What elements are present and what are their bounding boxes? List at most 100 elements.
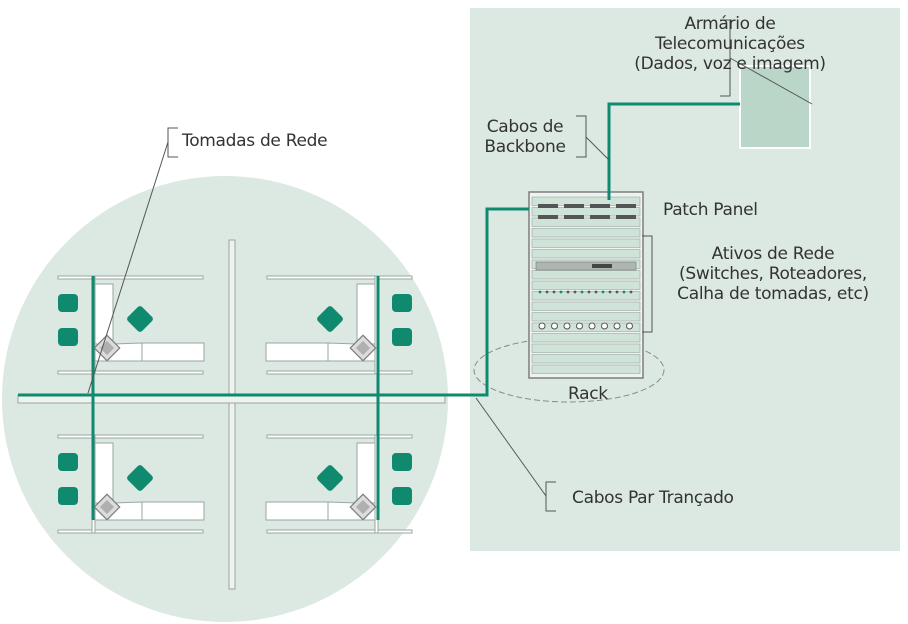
outlet-icon (551, 322, 558, 330)
cubicle-wall-top (266, 275, 413, 280)
rack-unit (531, 196, 641, 206)
desk-bottom (265, 501, 329, 521)
main-horizontal-cable (18, 207, 529, 397)
router-led (587, 290, 591, 294)
backbone-line-2: Backbone (484, 137, 566, 157)
label-cabos-par-trancado: Cabos Par Trançado (572, 488, 734, 508)
chair-icon (58, 294, 78, 312)
label-ativos-de-rede: Ativos de Rede (Switches, Roteadores, Ca… (655, 244, 891, 304)
router-led (538, 290, 542, 294)
label-cabos-backbone: Cabos de Backbone (480, 117, 570, 157)
rack-unit (531, 238, 641, 248)
cubicle-wall-top (57, 275, 204, 280)
armario-line-1: Armário de (684, 14, 776, 34)
rack-unit (531, 291, 641, 301)
rack-unit (531, 364, 641, 374)
router-led (615, 290, 619, 294)
rack-unit (531, 343, 641, 353)
outlet-icon (563, 322, 571, 330)
cubicle-wall-top (57, 434, 204, 439)
workstation-3 (57, 434, 205, 534)
rack-unit (531, 322, 641, 332)
outlet-icon (613, 322, 621, 330)
cubicle-wall-bottom (57, 370, 204, 375)
label-armario: Armário de Telecomunicações (Dados, voz … (610, 14, 850, 74)
desk-bottom (141, 501, 205, 521)
rack-unit (531, 280, 641, 290)
patch-port-block (564, 204, 584, 208)
ativos-line-3: Calha de tomadas, etc) (677, 284, 869, 304)
partition-wall (228, 239, 236, 590)
router-led (573, 290, 577, 294)
ativos-line-2: (Switches, Roteadores, (679, 264, 867, 284)
rack-unit (531, 207, 641, 217)
workstation-4 (265, 434, 413, 534)
router-led (580, 290, 584, 294)
outlet-icon (601, 322, 608, 330)
computer-screen (355, 340, 371, 356)
rack-unit (531, 217, 641, 227)
rack-unit (531, 333, 641, 343)
telecom-cabinet (739, 65, 811, 149)
desk-left (94, 442, 114, 504)
router-led (601, 290, 605, 294)
computer-screen (99, 499, 115, 515)
patch-port-block (616, 215, 636, 219)
router-led (608, 290, 612, 294)
leader-lines (87, 19, 813, 512)
cubicle-wall-bottom (57, 529, 204, 534)
cubicle-wall-bottom (266, 529, 413, 534)
rack-unit (531, 312, 641, 322)
cubicle-wall-bottom (266, 370, 413, 375)
rack (528, 191, 644, 379)
desk-left (356, 442, 376, 504)
router-led (594, 290, 598, 294)
desk-left (356, 283, 376, 345)
router-led (566, 290, 570, 294)
workstation-2 (265, 275, 413, 375)
armario-line-3: (Dados, voz e imagem) (634, 54, 826, 74)
label-tomadas-de-rede: Tomadas de Rede (182, 131, 328, 151)
patch-port-block (538, 204, 558, 208)
chair-icon (127, 465, 153, 491)
router-led (629, 290, 633, 294)
desk-bottom (141, 342, 205, 362)
outlet-icon (626, 322, 633, 330)
patch-port-block (538, 215, 558, 219)
desk-left (94, 283, 114, 345)
chair-icon (392, 294, 412, 312)
patch-port-block (564, 215, 584, 219)
router-led (622, 290, 626, 294)
outlet-icon (588, 322, 596, 330)
desk-bottom (265, 342, 329, 362)
router-led (559, 290, 563, 294)
rack-unit (531, 228, 641, 238)
router-led (545, 290, 549, 294)
chair-icon (58, 453, 78, 471)
chair-icon (317, 465, 343, 491)
label-patch-panel: Patch Panel (663, 200, 758, 220)
cubicle-wall-top (266, 434, 413, 439)
computer-screen (355, 499, 371, 515)
backbone-cable (607, 102, 740, 200)
label-rack: Rack (568, 384, 608, 404)
outlet-icon (576, 322, 583, 330)
chair-icon (58, 328, 78, 346)
switch-port (592, 264, 612, 268)
outlet-icon (538, 322, 546, 330)
router-led (552, 290, 556, 294)
rack-unit (531, 301, 641, 311)
rack-unit (531, 270, 641, 280)
chair-icon (127, 306, 153, 332)
chair-icon (392, 487, 412, 505)
patch-port-block (590, 215, 610, 219)
patch-port-block (616, 204, 636, 208)
chair-icon (392, 453, 412, 471)
chair-icon (392, 328, 412, 346)
switch-unit (535, 261, 637, 271)
chair-icon (317, 306, 343, 332)
patch-port-block (590, 204, 610, 208)
network-cables (18, 102, 740, 520)
rack-unit (531, 354, 641, 364)
